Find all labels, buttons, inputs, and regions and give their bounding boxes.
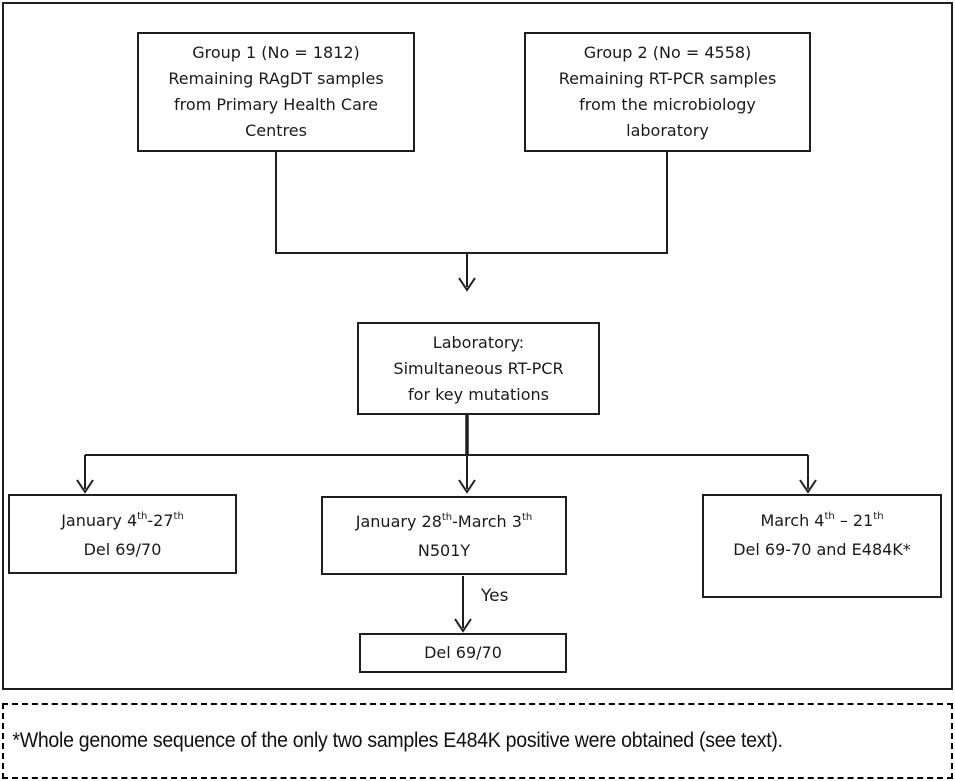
branch-january-dates: January 4th-27th: [61, 510, 184, 530]
group2-text: Group 2 (No = 4558) Remaining RT-PCR sam…: [558, 43, 777, 140]
branch-january-march-dates: January 28th-March 3th: [355, 512, 533, 531]
footnote-text: *Whole genome sequence of the only two s…: [12, 729, 783, 752]
branch-march-mutation: Del 69-70 and E484K*: [733, 540, 911, 559]
group2-box: Group 2 (No = 4558) Remaining RT-PCR sam…: [524, 32, 811, 152]
branch-march-dates: March 4th – 21th: [760, 511, 884, 530]
laboratory-text: Laboratory: Simultaneous RT-PCR for key …: [393, 332, 564, 404]
group1-box: Group 1 (No = 1812) Remaining RAgDT samp…: [137, 32, 415, 152]
group1-text: Group 1 (No = 1812) Remaining RAgDT samp…: [168, 43, 384, 140]
branch-march-box: March 4th – 21th Del 69-70 and E484K*: [702, 494, 942, 598]
yes-label: Yes: [481, 586, 509, 606]
figure-border: [2, 2, 953, 690]
del-6970-result-box: Del 69/70: [359, 633, 567, 673]
branch-january-mutation: Del 69/70: [83, 539, 162, 559]
branch-january-march-box: January 28th-March 3th N501Y: [321, 496, 567, 575]
del-6970-result-text: Del 69/70: [424, 643, 502, 662]
branch-january-box: January 4th-27th Del 69/70: [8, 494, 237, 574]
footnote-box: *Whole genome sequence of the only two s…: [2, 703, 953, 779]
laboratory-box: Laboratory: Simultaneous RT-PCR for key …: [357, 322, 600, 415]
branch-january-march-mutation: N501Y: [417, 541, 471, 560]
